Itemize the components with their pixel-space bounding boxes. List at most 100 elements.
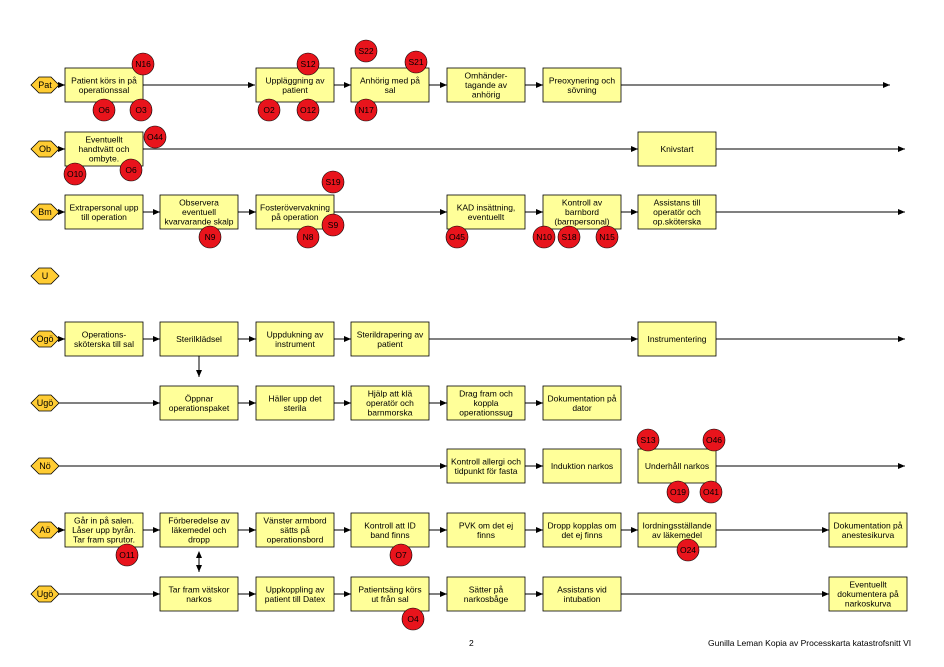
badge-label: O2	[263, 105, 275, 115]
process-step: Går in på salen.Låser upp byrån.Tar fram…	[64, 512, 144, 548]
step-box	[255, 67, 335, 103]
step-label: sövning	[567, 85, 597, 95]
step-box	[159, 321, 239, 357]
badge-circle	[401, 607, 425, 631]
badge-label: O7	[395, 550, 407, 560]
step-label: Häller upp det	[269, 393, 323, 403]
badge-circle	[354, 98, 378, 122]
process-step: Induktion narkos	[542, 448, 622, 484]
step-box	[446, 194, 526, 230]
step-box	[255, 321, 335, 357]
step-box	[64, 512, 144, 548]
step-label: eventuell	[182, 207, 216, 217]
step-label: Preoxynering och	[549, 75, 615, 85]
step-label: patient till Datex	[265, 594, 326, 604]
process-step: KAD insättning,eventuellt	[446, 194, 526, 230]
step-box	[446, 512, 526, 548]
step-box	[637, 321, 717, 357]
step-label: Dokumentation på	[548, 393, 617, 403]
step-box	[255, 385, 335, 421]
step-label: patient	[377, 339, 403, 349]
step-label: av läkemedel	[652, 530, 702, 540]
step-label: Låser upp byrån.	[72, 525, 136, 535]
step-label: läkemedel och	[172, 525, 227, 535]
step-label: Fosterövervakning	[260, 202, 330, 212]
step-label: operatör och	[653, 207, 701, 217]
badge-circle	[63, 162, 87, 186]
lane-7: Nö	[30, 457, 60, 475]
lane-diamond	[30, 76, 60, 94]
step-label: Iordningsställande	[643, 520, 712, 530]
badge-circle	[676, 538, 700, 562]
step-label: Operations-	[82, 329, 127, 339]
step-label: Tar fram vätskor	[169, 584, 230, 594]
badge-label: S22	[358, 46, 373, 56]
step-box	[159, 385, 239, 421]
step-label: operationsbord	[267, 535, 324, 545]
page-number: 2	[469, 638, 474, 648]
lane-label: Aö	[39, 525, 50, 535]
badge-label: N15	[599, 232, 615, 242]
risk-badge: O6	[92, 98, 116, 122]
badge-circle	[595, 225, 619, 249]
step-label: intubation	[564, 594, 601, 604]
risk-badge: N17	[354, 98, 378, 122]
risk-badge: O11	[115, 543, 139, 567]
step-label: patient	[282, 85, 308, 95]
step-label: Omhänder-	[465, 71, 508, 81]
risk-badge: N9	[198, 225, 222, 249]
lane-label: Ogö	[36, 334, 53, 344]
badge-circle	[321, 170, 345, 194]
step-label: Sterildrapering av	[357, 329, 424, 339]
lane-1: Pat	[30, 76, 60, 94]
step-box	[542, 385, 622, 421]
badge-circle	[557, 225, 581, 249]
step-box	[255, 576, 335, 612]
risk-badge: O41	[699, 480, 723, 504]
badge-label: O4	[407, 614, 419, 624]
process-step: Instrumentering	[637, 321, 717, 357]
badge-label: N17	[358, 105, 374, 115]
risk-badge: O6	[119, 158, 143, 182]
lane-label: U	[42, 271, 49, 281]
step-label: kvarvarande skalp	[165, 217, 234, 227]
step-label: Kontroll av	[562, 198, 603, 208]
badge-circle	[257, 98, 281, 122]
step-label: Tar fram sprutor.	[73, 535, 135, 545]
step-label: ut från sal	[371, 594, 408, 604]
step-label: Uppläggning av	[265, 75, 325, 85]
step-box	[542, 194, 622, 230]
badge-circle	[445, 225, 469, 249]
process-step: Operations-sköterska till sal	[64, 321, 144, 357]
step-label: Kontroll allergi och	[451, 456, 521, 466]
step-label: Hjälp att klä	[368, 389, 413, 399]
badge-label: S12	[300, 59, 315, 69]
process-step: Knivstart	[637, 131, 717, 167]
risk-badge: O2	[257, 98, 281, 122]
badge-label: O19	[670, 487, 686, 497]
lane-5: Ogö	[30, 330, 60, 348]
step-box	[350, 512, 430, 548]
badge-circle	[131, 52, 155, 76]
step-box	[350, 576, 430, 612]
lane-diamond	[30, 521, 60, 539]
risk-badge: N16	[131, 52, 155, 76]
footer-credit: Gunilla Leman Kopia av Processkarta kata…	[708, 638, 912, 648]
lane-label: Ugö	[37, 398, 54, 408]
step-box	[828, 576, 908, 612]
